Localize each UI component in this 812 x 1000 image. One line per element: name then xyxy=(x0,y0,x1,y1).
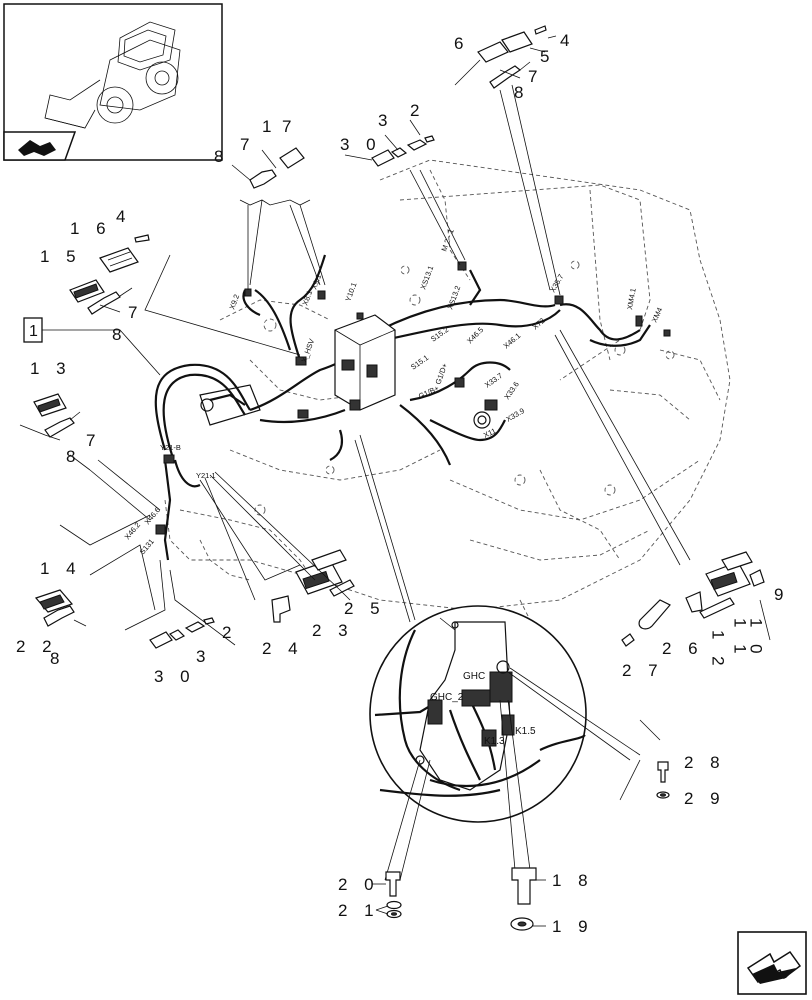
part-cluster-bottom xyxy=(372,867,546,931)
label-x8-1: X8.1 xyxy=(300,289,314,307)
callout-5: 5 xyxy=(540,47,555,66)
detail-view: GHC GHC_2 K1.5 K1.3 xyxy=(354,434,641,881)
callout-3-top: 3 xyxy=(378,111,393,130)
label-ghc: GHC xyxy=(463,671,485,682)
next-page-arrow-button[interactable] xyxy=(737,931,807,995)
callout-11: 1 1 xyxy=(731,618,750,660)
label-g1-d: G1/D+ xyxy=(433,361,449,385)
machine-thumbnail xyxy=(3,3,223,161)
section-arrow-icon xyxy=(18,140,56,156)
callout-26: 2 6 xyxy=(662,639,704,658)
label-xm4-1: XM4.1 xyxy=(625,287,638,310)
callout-25: 2 5 xyxy=(344,599,386,618)
callout-7-left: 7 xyxy=(128,303,143,322)
callout-17b: 7 xyxy=(282,117,297,136)
wiring-harness xyxy=(154,254,671,561)
label-k1-3: K1.3 xyxy=(484,736,505,747)
label-x72: X72 xyxy=(531,316,547,331)
next-page-arrow-icon xyxy=(746,950,802,984)
part-cluster-left-3 xyxy=(34,514,156,627)
label-k1-5: K1.5 xyxy=(515,726,536,737)
label-x11: X11 xyxy=(482,426,497,440)
part-cluster-top-center xyxy=(344,119,466,266)
part-cluster-right xyxy=(554,329,771,647)
label-x33-6: X33.6 xyxy=(502,380,521,401)
callout-2-bottom-left: 2 xyxy=(222,623,237,642)
callout-16: 1 6 xyxy=(70,219,112,238)
callout-7-top-left: 7 xyxy=(240,135,255,154)
label-xm4: XM4 xyxy=(650,306,665,324)
label-y21-1: Y21.1 xyxy=(196,471,216,480)
callout-4-left: 4 xyxy=(116,207,131,226)
callout-20: 2 0 xyxy=(338,875,380,894)
callout-7-left-2: 7 xyxy=(86,431,101,450)
label-x9-2: X9.2 xyxy=(227,293,241,311)
label-x33-9: X33.9 xyxy=(505,406,526,424)
callout-12: 1 2 xyxy=(709,630,728,672)
callout-8-top-left: 8 xyxy=(214,147,229,166)
callout-19: 1 9 xyxy=(552,917,594,936)
label-s15-1: S15.1 xyxy=(409,353,430,372)
label-ghc-2: GHC_2 xyxy=(430,692,464,703)
callout-17: 1 xyxy=(262,117,277,136)
label-xs13-1: XS13.1 xyxy=(418,264,435,290)
callout-4-top-right: 4 xyxy=(560,31,575,50)
label-y21-b: Y21-B xyxy=(160,443,181,452)
callout-14: 1 4 xyxy=(40,559,82,578)
label-g1-b: G1/B+ xyxy=(417,383,441,400)
callout-24: 2 4 xyxy=(262,639,304,658)
wheel-loader-icon xyxy=(44,21,181,129)
callout-30-bottom-left: 3 0 xyxy=(154,667,196,686)
part-cluster-top-left xyxy=(231,147,326,290)
label-y10-1: Y10.1 xyxy=(343,281,358,303)
callout-numbers: 2 3 3 0 4 5 6 7 8 1 7 7 8 4 1 6 1 5 7 8 … xyxy=(16,31,789,936)
part-cluster-left xyxy=(69,234,301,356)
callout-29: 2 9 xyxy=(684,789,726,808)
callout-28: 2 8 xyxy=(684,753,726,772)
callout-15: 1 5 xyxy=(40,247,82,266)
callout-13: 1 3 xyxy=(30,359,72,378)
callout-23: 2 3 xyxy=(312,621,354,640)
callout-27: 2 7 xyxy=(622,661,664,680)
reference-box-1: 1 xyxy=(23,317,161,376)
callout-8-left-3: 8 xyxy=(50,649,65,668)
callout-21: 2 1 xyxy=(338,901,380,920)
callout-2-top: 2 xyxy=(410,101,425,120)
label-x-hsv: X_HSV xyxy=(299,337,316,363)
label-x35-7: X35.7 xyxy=(548,273,566,294)
ref-box-label: 1 xyxy=(29,323,38,340)
callout-18: 1 8 xyxy=(552,871,594,890)
callout-8-left-2: 8 xyxy=(66,447,81,466)
callout-3-bottom-left: 3 xyxy=(196,647,211,666)
part-cluster-center xyxy=(199,471,355,623)
label-x46-5: X46.5 xyxy=(465,325,485,345)
part-cluster-bottom-left xyxy=(124,559,236,649)
part-cluster-left-2 xyxy=(19,393,161,521)
part-cluster-top-right xyxy=(454,25,561,296)
callout-22: 2 2 xyxy=(16,637,58,656)
label-x46-1: X46.1 xyxy=(502,331,523,350)
callout-9: 9 xyxy=(774,585,789,604)
callout-6: 6 xyxy=(454,34,469,53)
callout-10: 1 0 xyxy=(747,618,766,660)
callout-7-top-right: 7 xyxy=(528,67,543,86)
label-xs13-2: XS13.2 xyxy=(445,284,462,310)
callout-8-left: 8 xyxy=(112,325,127,344)
label-x33-7: X33.7 xyxy=(483,371,504,390)
callout-30-top: 3 0 xyxy=(340,135,382,154)
part-cluster-bolts xyxy=(619,719,670,801)
callout-8-top-right: 8 xyxy=(514,83,529,102)
